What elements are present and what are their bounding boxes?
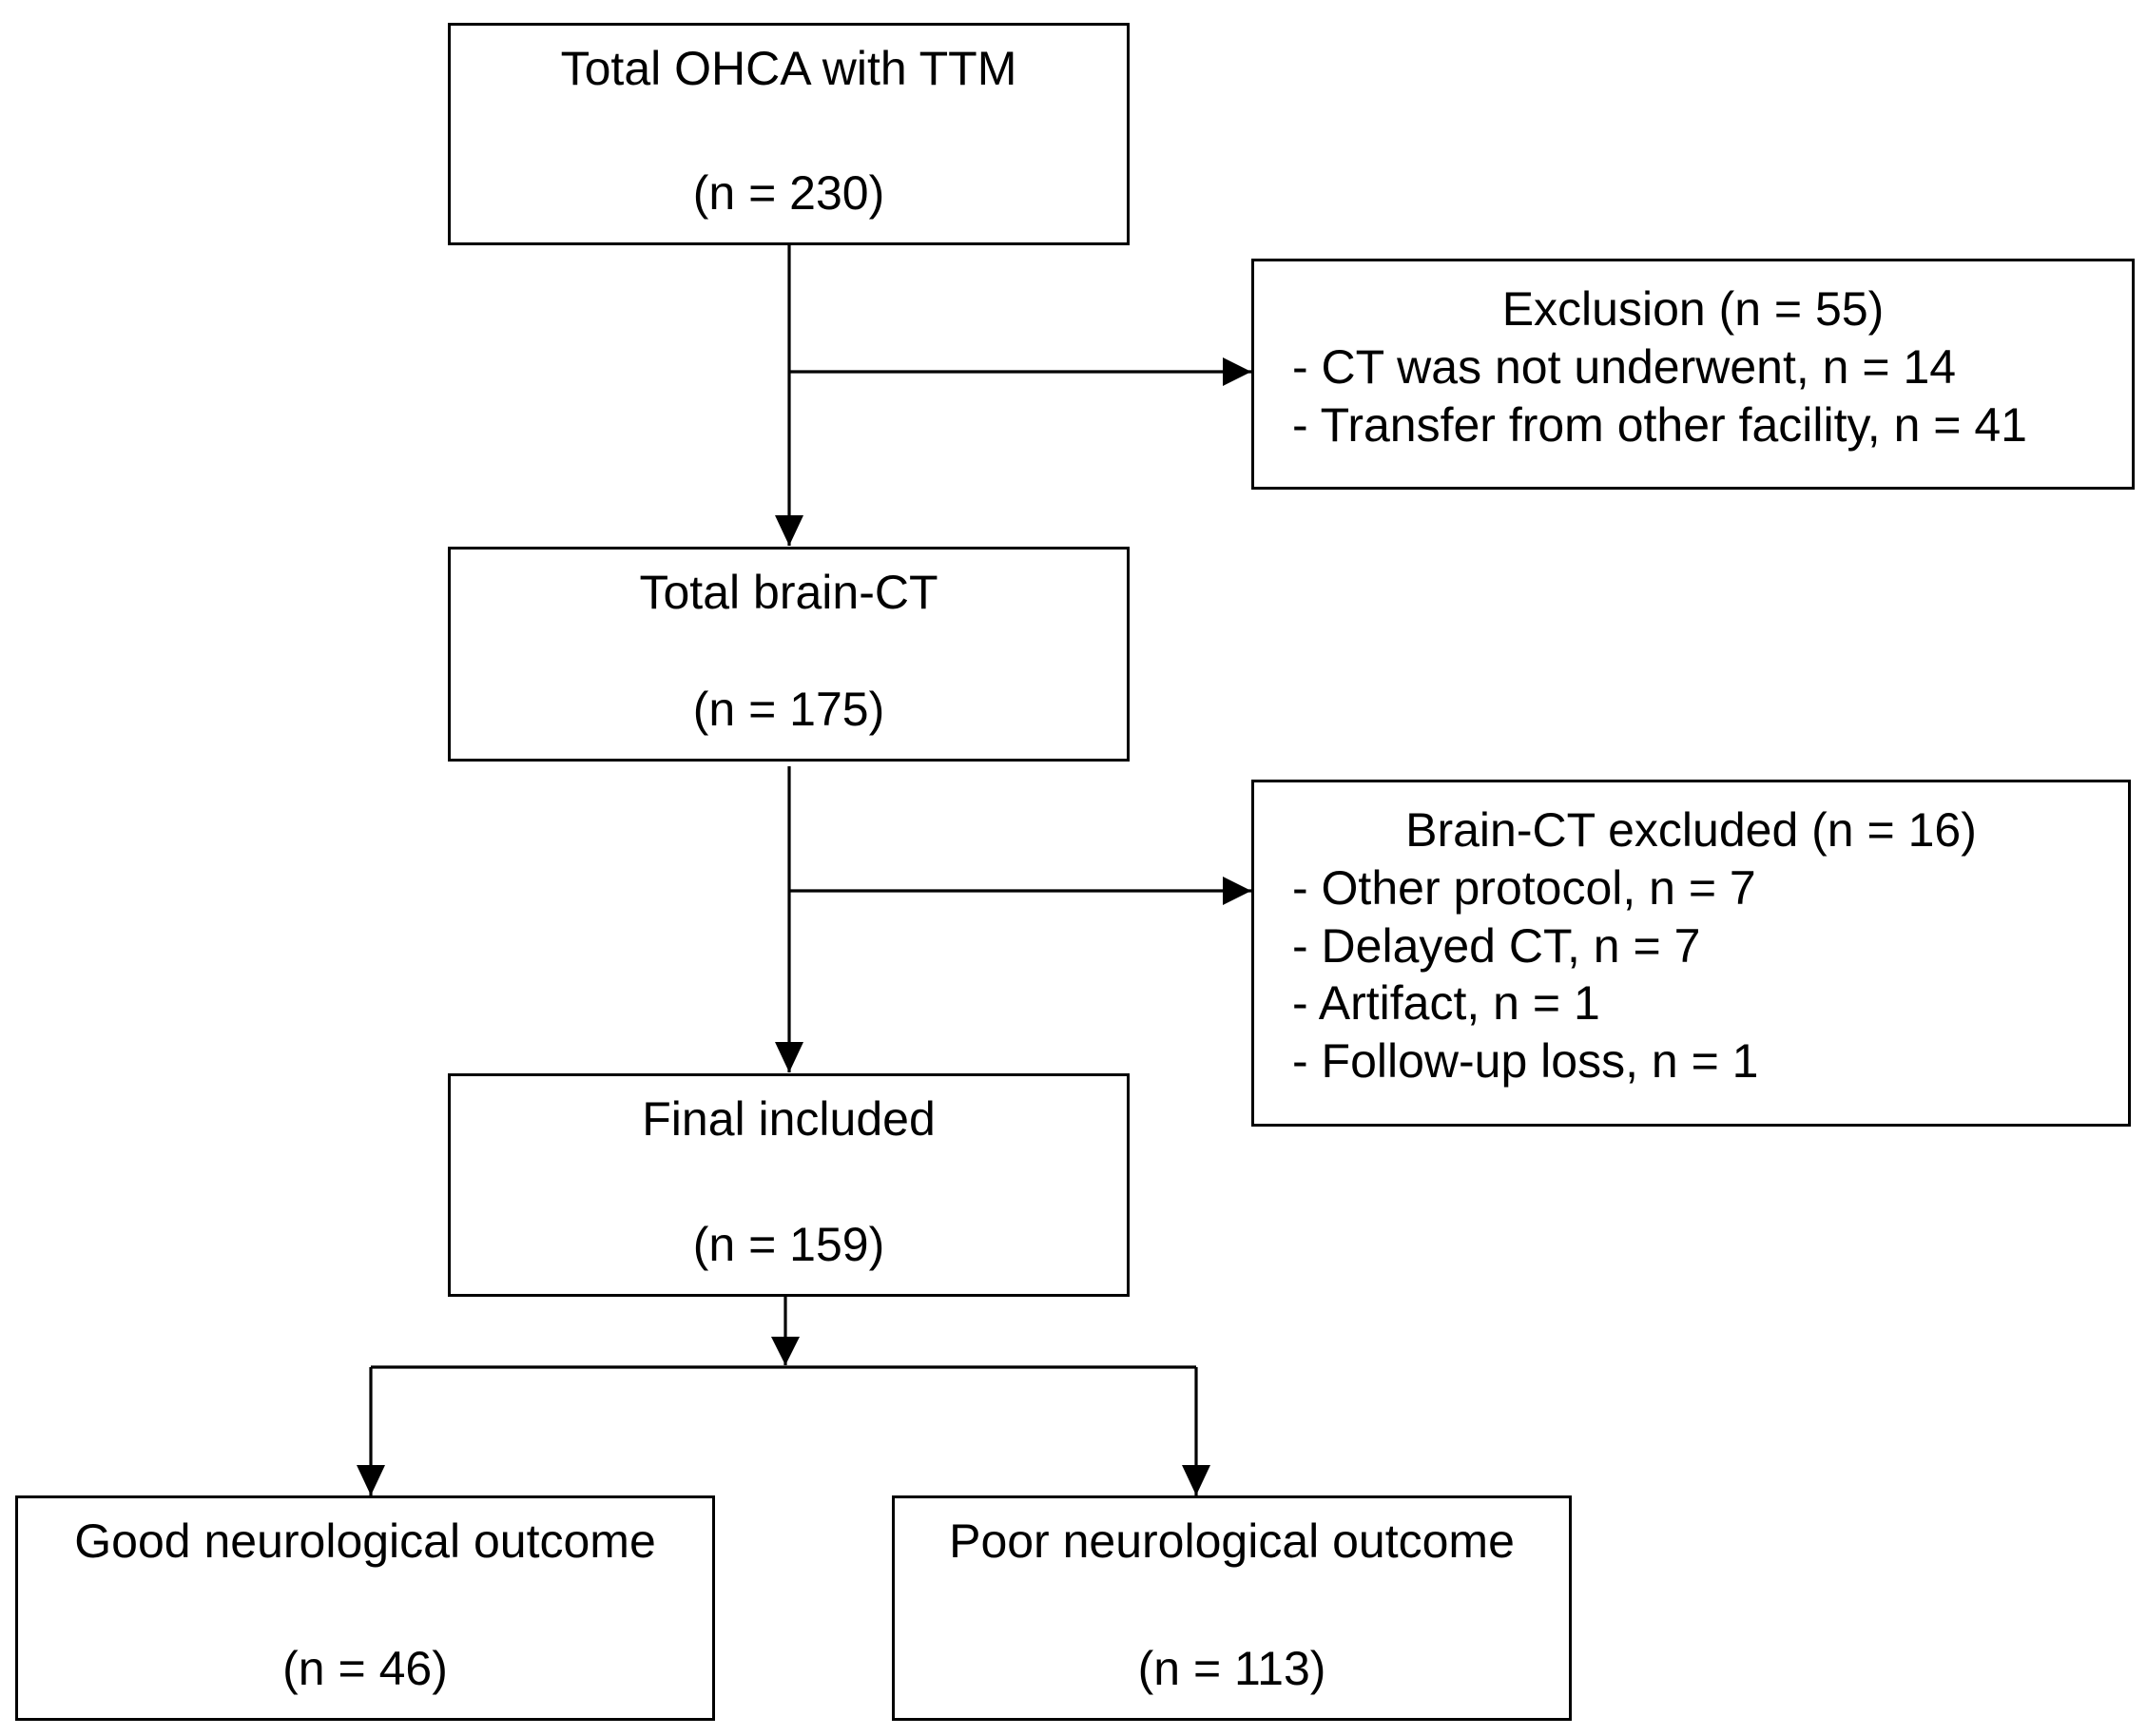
brain-ct-excluded-item: - Artifact, n = 1	[1292, 976, 1600, 1031]
brain-ct-excluded-title: Brain-CT excluded (n = 16)	[1405, 803, 1977, 857]
arrowhead-split	[771, 1337, 800, 1365]
final-included-count: (n = 159)	[692, 1218, 885, 1271]
exclusion-title: Exclusion (n = 55)	[1501, 282, 1885, 336]
exclusion-box: Exclusion (n = 55) - CT was not underwen…	[1251, 259, 2135, 490]
arrowhead-final	[775, 1042, 803, 1072]
good-outcome-box: Good neurological outcome (n = 46)	[15, 1495, 715, 1721]
total-ohca-title: Total OHCA with TTM	[560, 42, 1017, 95]
poor-outcome-title: Poor neurological outcome	[949, 1514, 1515, 1568]
brain-ct-excluded-item: - Follow-up loss, n = 1	[1292, 1034, 1759, 1088]
brain-ct-count: (n = 175)	[692, 683, 885, 736]
arrowhead-brain-ct	[775, 515, 803, 546]
good-outcome-title: Good neurological outcome	[74, 1514, 656, 1568]
arrowhead-exclusion	[1223, 357, 1251, 386]
total-ohca-count: (n = 230)	[692, 166, 885, 220]
arrowhead-brain-ct-excluded	[1223, 877, 1251, 905]
brain-ct-box: Total brain-CT (n = 175)	[448, 547, 1130, 762]
exclusion-item: - Transfer from other facility, n = 41	[1292, 397, 2027, 452]
good-outcome-count: (n = 46)	[282, 1642, 448, 1695]
brain-ct-excluded-item: - Other protocol, n = 7	[1292, 860, 1756, 915]
arrowhead-good	[357, 1465, 385, 1495]
exclusion-item: - CT was not underwent, n = 14	[1292, 339, 1957, 394]
total-ohca-box: Total OHCA with TTM (n = 230)	[448, 23, 1130, 245]
final-included-title: Final included	[642, 1092, 936, 1146]
brain-ct-excluded-item: - Delayed CT, n = 7	[1292, 918, 1701, 973]
brain-ct-excluded-box: Brain-CT excluded (n = 16) - Other proto…	[1251, 780, 2131, 1127]
final-included-box: Final included (n = 159)	[448, 1073, 1130, 1297]
poor-outcome-box: Poor neurological outcome (n = 113)	[892, 1495, 1572, 1721]
poor-outcome-count: (n = 113)	[1137, 1642, 1326, 1695]
brain-ct-title: Total brain-CT	[639, 566, 938, 619]
arrowhead-poor	[1182, 1465, 1210, 1495]
